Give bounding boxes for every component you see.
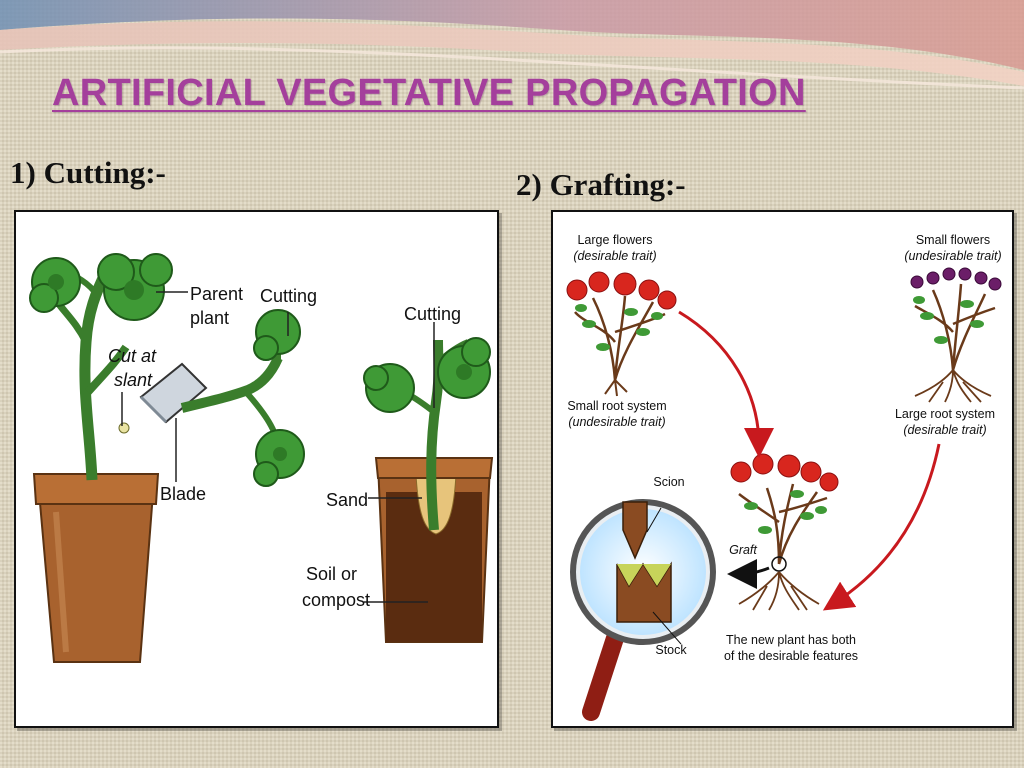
grafted-plant [730, 453, 839, 611]
blade [139, 362, 208, 424]
pot-left [32, 473, 160, 663]
grafting-diagram: Large flowers (desirable trait) Small fl… [566, 233, 1002, 721]
label-small-flowers-trait: (undesirable trait) [904, 249, 1001, 263]
label-cut-line1: Cut at [108, 346, 157, 366]
plant-large-flowers [566, 271, 677, 397]
arrow-stock-source [822, 443, 941, 611]
label-blade: Blade [160, 484, 206, 504]
label-soil-line1: Soil or [306, 564, 357, 584]
label-large-flowers: Large flowers [577, 233, 652, 247]
label-sand: Sand [326, 490, 368, 510]
label-large-flowers-trait: (desirable trait) [573, 249, 656, 263]
arrow-to-magnifier [727, 558, 770, 589]
cutting-leader-lines [121, 291, 435, 603]
parent-plant [29, 253, 173, 481]
label-cutting-pot: Cutting [404, 304, 461, 324]
slide-title: ARTIFICIAL VEGETATIVE PROPAGATION [52, 72, 806, 114]
grafting-heading: 2) Grafting:- [516, 167, 686, 202]
label-large-root-trait: (desirable trait) [903, 423, 986, 437]
label-cutting-top: Cutting [260, 286, 317, 306]
label-small-root-trait: (undesirable trait) [568, 415, 665, 429]
arrow-scion-source [678, 310, 774, 458]
grafting-diagram-panel: Large flowers (desirable trait) Small fl… [551, 210, 1014, 728]
pot-right [374, 457, 494, 643]
label-parent-line2: plant [190, 308, 229, 328]
potted-cutting [363, 337, 491, 531]
label-scion: Scion [653, 475, 684, 489]
label-result-line1: The new plant has both [726, 633, 856, 647]
cutting-diagram: Parent plant Cutting Cut at slant Blade … [29, 253, 494, 663]
label-stock: Stock [655, 643, 687, 657]
label-parent-line1: Parent [190, 284, 243, 304]
plant-small-flowers [910, 267, 1002, 403]
label-soil-line2: compost [302, 590, 370, 610]
label-graft: Graft [729, 543, 757, 557]
magnifier [570, 499, 716, 721]
label-small-flowers: Small flowers [916, 233, 990, 247]
label-large-root: Large root system [895, 407, 995, 421]
detached-cutting [180, 309, 305, 487]
label-small-root: Small root system [567, 399, 666, 413]
label-result-line2: of the desirable features [724, 649, 858, 663]
cutting-heading: 1) Cutting:- [10, 155, 166, 190]
cutting-diagram-panel: Parent plant Cutting Cut at slant Blade … [14, 210, 499, 728]
header-wave-decoration [0, 0, 1024, 90]
label-cut-line2: slant [114, 370, 153, 390]
